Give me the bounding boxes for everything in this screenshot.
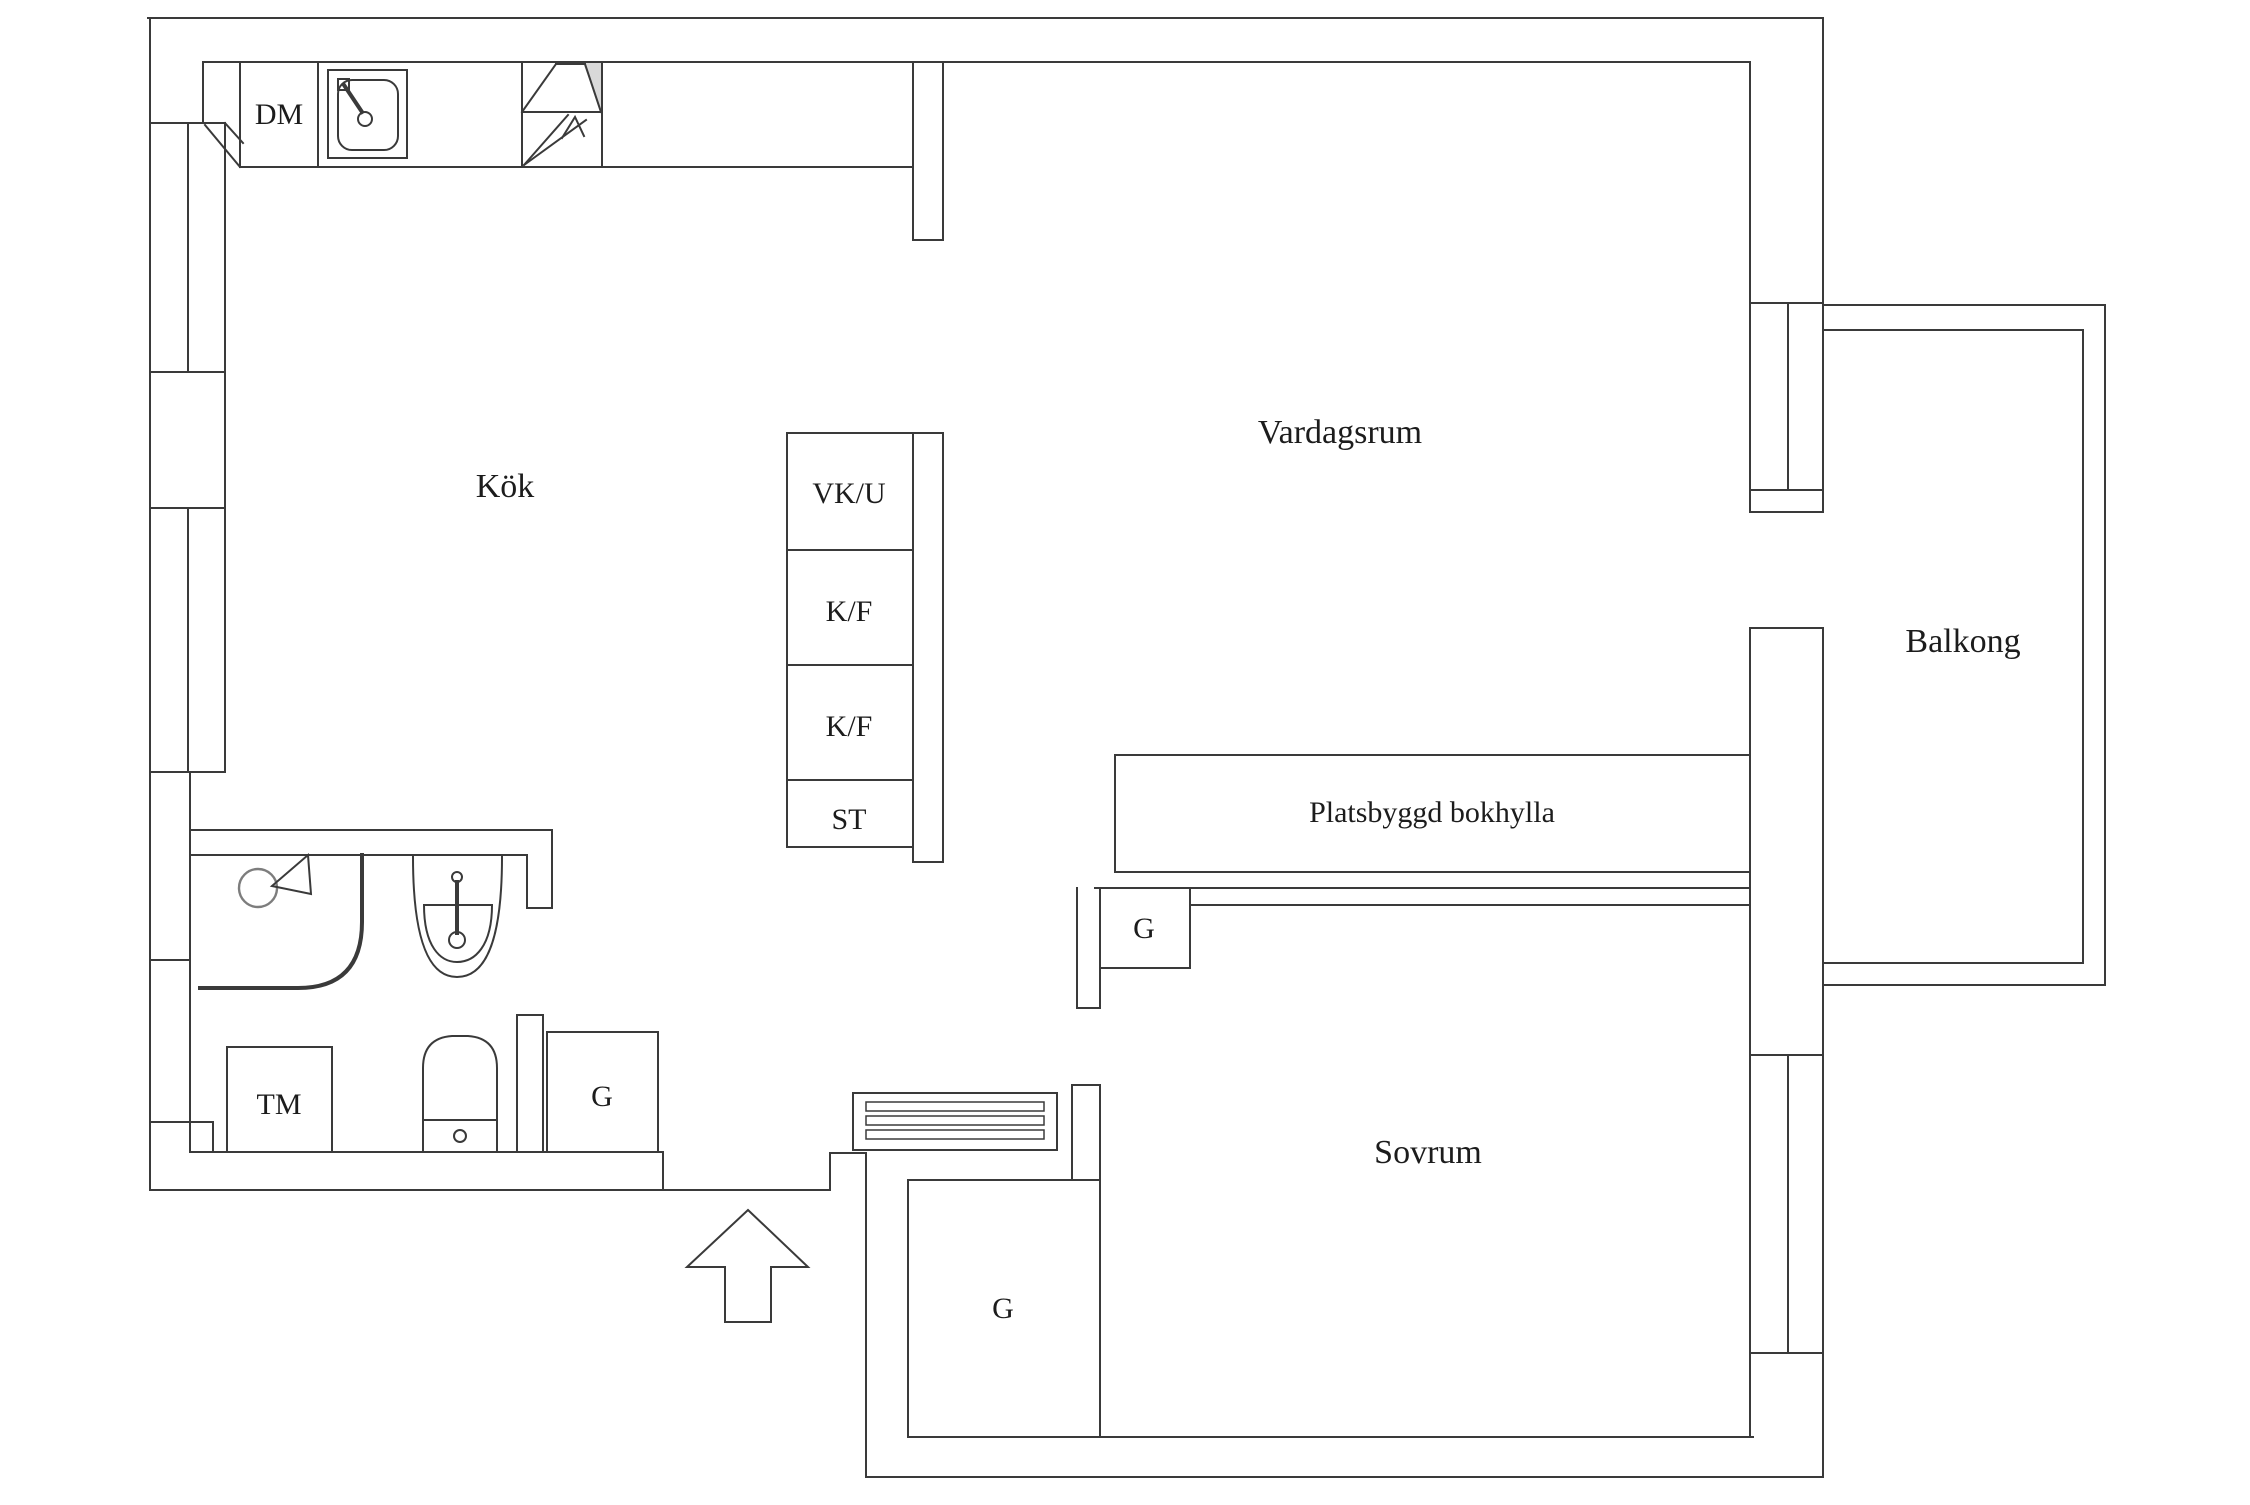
kitchen-sink-icon	[327, 69, 408, 159]
kitchen-livingroom-divider	[912, 61, 944, 241]
label-bookshelf: Platsbyggd bokhylla	[1309, 796, 1555, 829]
label-kitchen: Kök	[476, 468, 535, 505]
kitchen-south-wall	[189, 829, 553, 909]
label-balcony: Balkong	[1905, 623, 2020, 660]
entrance-arrow-icon	[684, 1208, 811, 1323]
label-wardrobe-bedroom-lower: G	[992, 1292, 1014, 1325]
outer-walls	[147, 17, 1824, 1478]
bedroom-north-wall	[1076, 887, 1751, 1009]
bathroom	[198, 852, 544, 1153]
label-fridge-freezer-2: K/F	[826, 710, 873, 743]
bedroom-lower-wardrobe	[907, 1179, 1101, 1438]
left-wall-windows	[149, 121, 245, 1153]
right-wall	[1749, 61, 1824, 1438]
label-closet-vku: VK/U	[812, 477, 886, 510]
hall-bench	[852, 1092, 1058, 1151]
hall-wardrobe	[546, 1031, 659, 1153]
label-wardrobe-hall: G	[591, 1080, 613, 1113]
built-in-bookshelf	[1114, 754, 1751, 873]
label-closet-st: ST	[831, 803, 866, 836]
kitchen-counter	[203, 61, 914, 169]
toilet-icon	[422, 1035, 498, 1153]
label-fridge-freezer-1: K/F	[826, 595, 873, 628]
bedroom-door-wall	[1071, 1084, 1101, 1181]
label-dishwasher: DM	[255, 98, 303, 131]
label-living-room: Vardagsrum	[1258, 414, 1422, 451]
label-washing-machine: TM	[257, 1088, 302, 1121]
washing-machine-box	[226, 1046, 333, 1153]
shower-icon	[198, 852, 364, 990]
stove-hood-icon	[520, 61, 603, 168]
balcony-railing	[1822, 304, 2106, 986]
label-wardrobe-bedroom-upper: G	[1133, 912, 1155, 945]
closet-column	[786, 432, 944, 863]
bathroom-sink-icon	[411, 855, 504, 979]
label-bedroom: Sovrum	[1374, 1134, 1482, 1171]
labels: Kök Vardagsrum Balkong Sovrum Platsbyggd…	[255, 98, 2021, 1325]
